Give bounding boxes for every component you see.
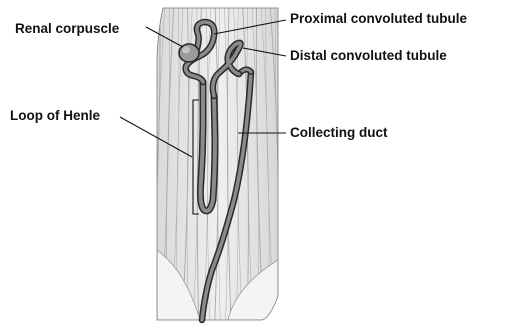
label-proximal-convoluted-tubule: Proximal convoluted tubule (290, 11, 468, 26)
label-distal-convoluted-tubule: Distal convoluted tubule (290, 48, 447, 63)
label-collecting-duct: Collecting duct (290, 125, 388, 140)
label-renal-corpuscle: Renal corpuscle (15, 21, 120, 36)
label-loop-of-henle: Loop of Henle (10, 108, 100, 123)
tissue-panel (150, 0, 290, 328)
